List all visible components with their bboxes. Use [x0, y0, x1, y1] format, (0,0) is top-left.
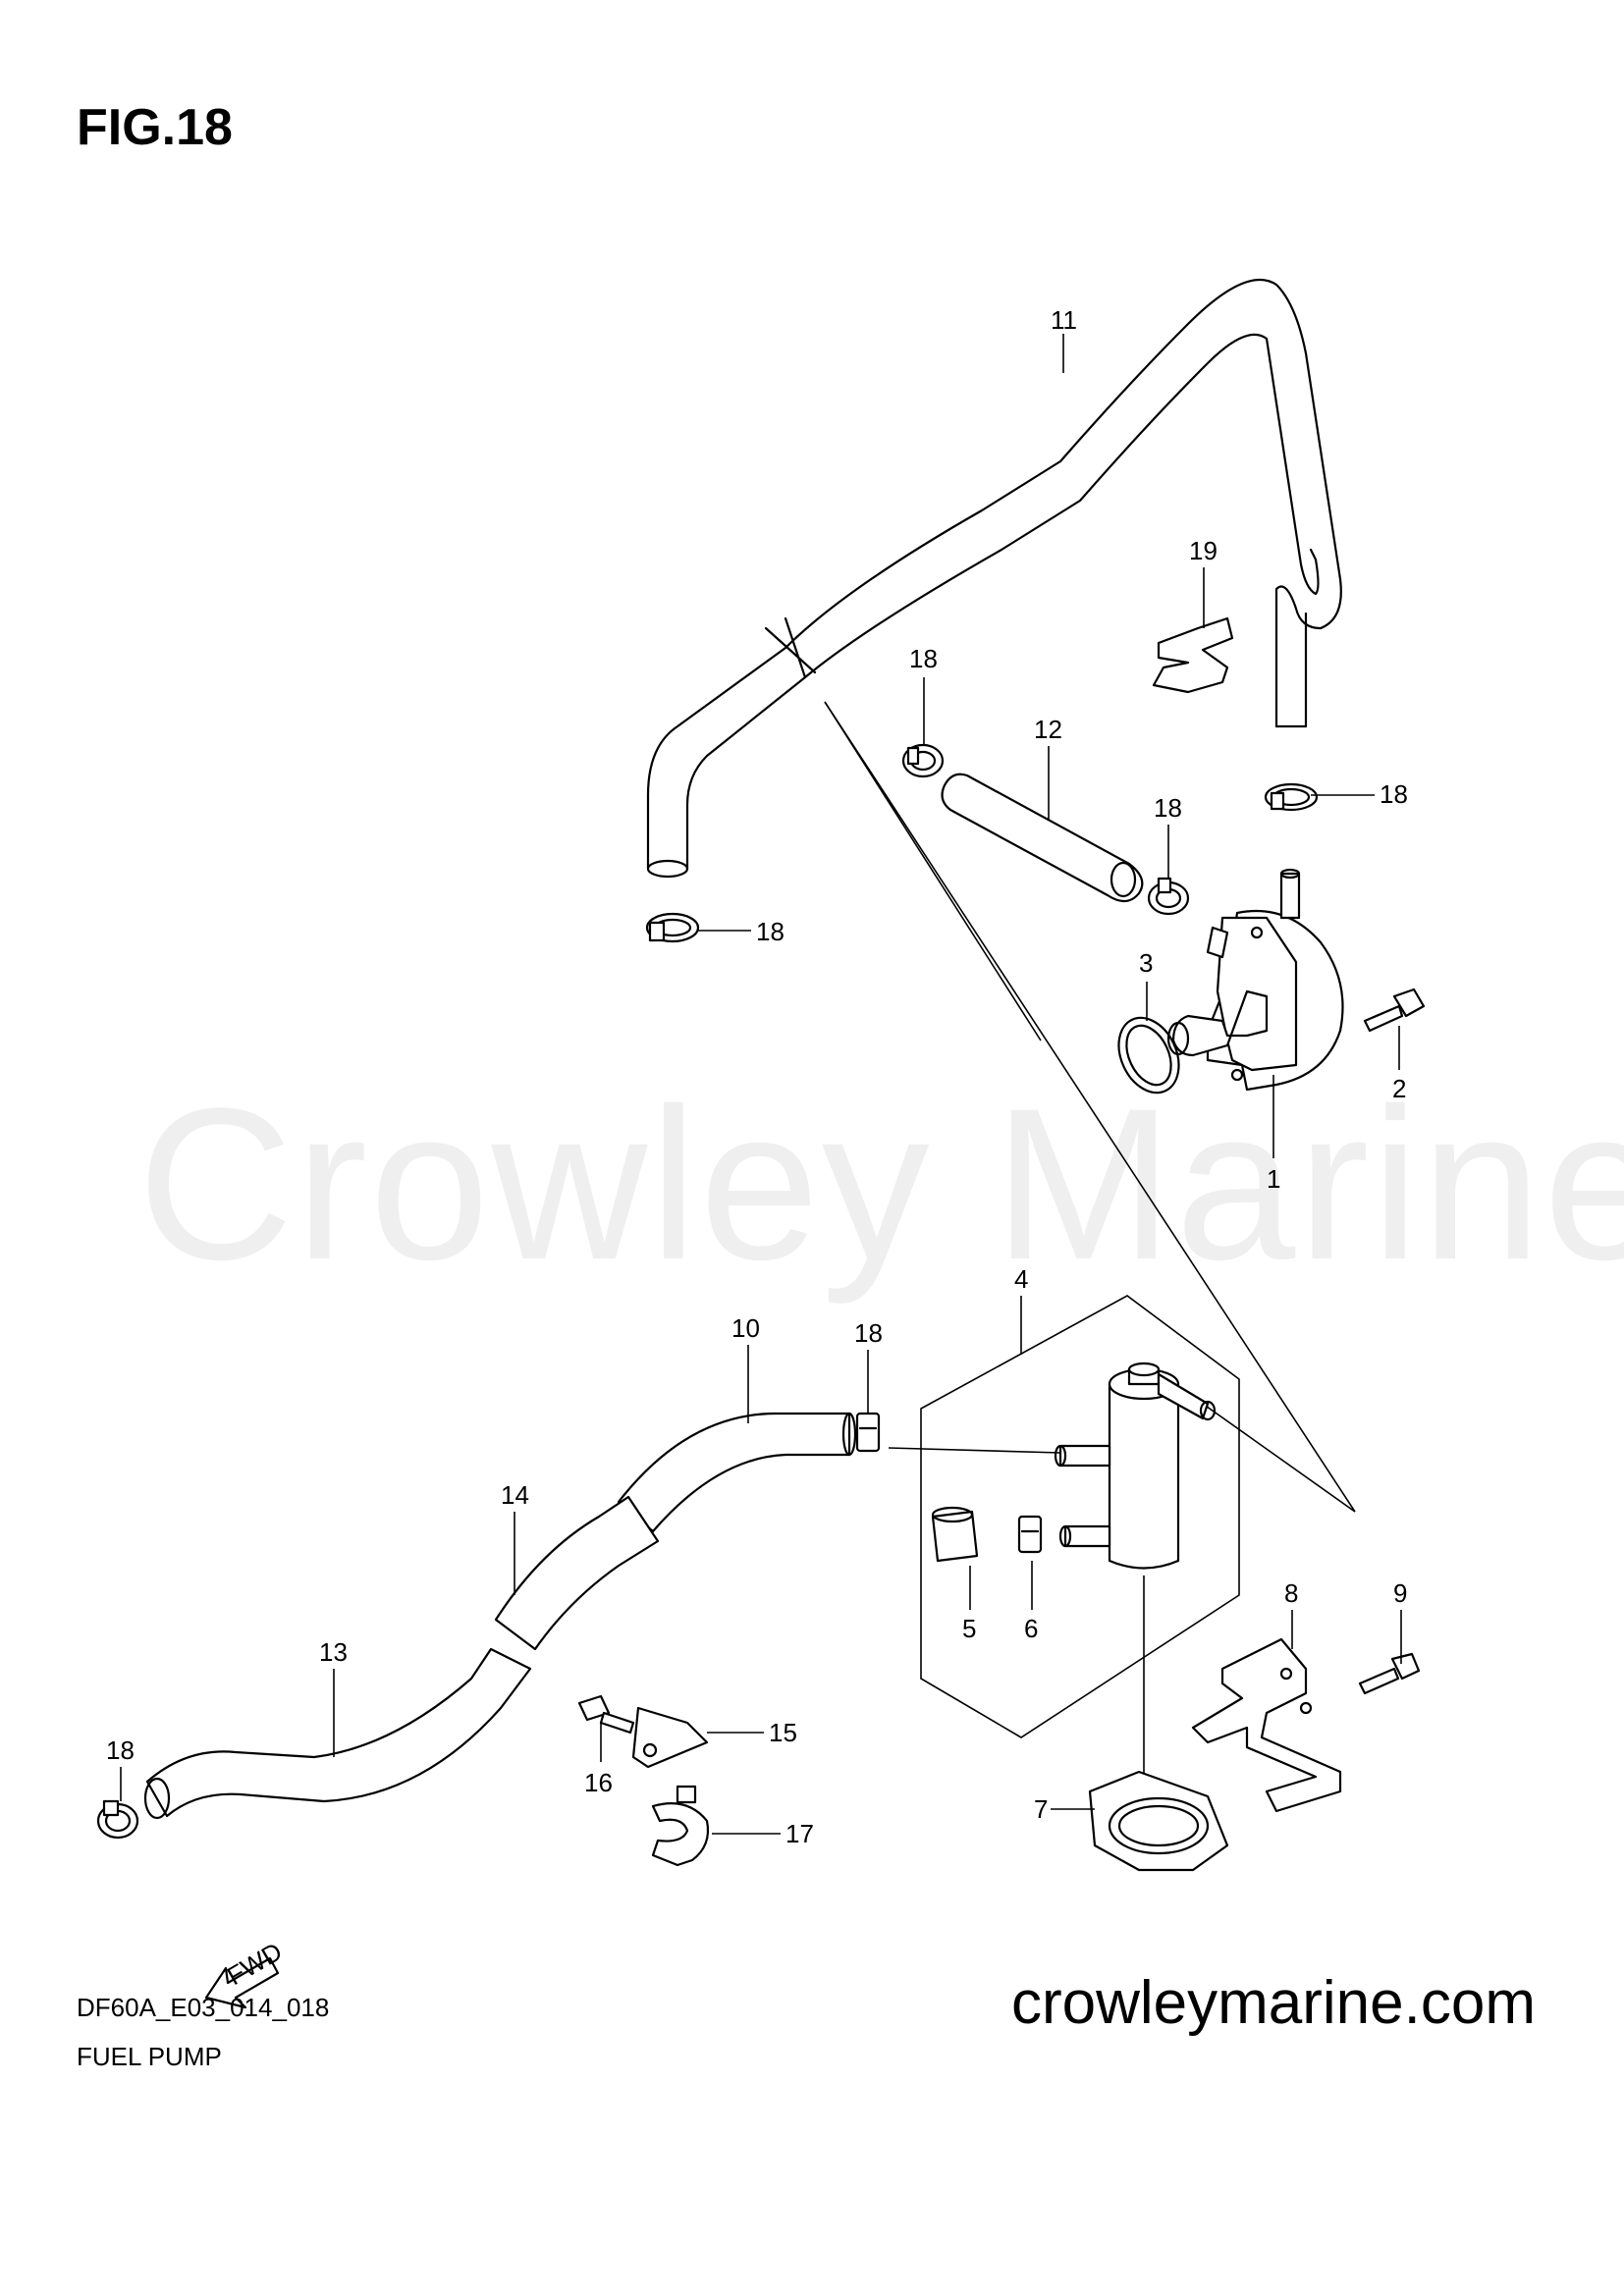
bolt-9[interactable]	[1358, 1652, 1421, 1695]
callout-numbers: 11 19 18 12 18 18 18 3 2 1 4 10 18 14 13…	[106, 305, 1408, 1848]
bracket-15[interactable]	[631, 1706, 709, 1769]
callout-8: 8	[1284, 1578, 1298, 1608]
callout-4: 4	[1014, 1264, 1028, 1294]
callout-17: 17	[785, 1819, 814, 1848]
callout-7: 7	[1034, 1794, 1048, 1824]
callout-6: 6	[1024, 1614, 1038, 1643]
callout-19: 19	[1189, 536, 1218, 565]
hose-clamp-18-c[interactable]	[1147, 877, 1190, 916]
figure-title: FIG.18	[77, 99, 233, 156]
callout-10: 10	[731, 1313, 760, 1343]
fuel-pump-1[interactable]	[1166, 868, 1344, 1092]
callout-13: 13	[319, 1637, 348, 1667]
callout-1: 1	[1267, 1164, 1280, 1194]
filter-holder-7[interactable]	[1088, 1770, 1229, 1872]
clip-19[interactable]	[1152, 616, 1234, 694]
callout-9: 9	[1393, 1578, 1407, 1608]
callout-3: 3	[1139, 948, 1153, 978]
hose-14[interactable]	[494, 1495, 660, 1651]
watermark-text: Crowley Marine	[137, 1063, 1624, 1305]
o-ring-3[interactable]	[1108, 1008, 1191, 1102]
drawing-name: FUEL PUMP	[77, 2042, 222, 2071]
callout-5: 5	[962, 1614, 976, 1643]
hose-13[interactable]	[143, 1647, 532, 1820]
clamp-17[interactable]	[651, 1785, 710, 1867]
bolt-2[interactable]	[1363, 988, 1426, 1033]
hose-clamp-18-f[interactable]	[96, 1799, 139, 1840]
callout-18: 18	[106, 1735, 135, 1765]
callout-18: 18	[909, 644, 938, 673]
bracket-8[interactable]	[1191, 1637, 1342, 1813]
leader-lines	[120, 334, 1402, 1835]
hose-clamp-18-b[interactable]	[901, 743, 945, 778]
callout-15: 15	[769, 1718, 797, 1747]
callout-12: 12	[1034, 715, 1062, 744]
hose-piece-5[interactable]	[931, 1506, 979, 1563]
hose-11[interactable]	[646, 278, 1342, 879]
drawing-code: DF60A_E03_014_018	[77, 1993, 330, 2022]
callout-16: 16	[584, 1768, 613, 1797]
hose-clamp-18-d[interactable]	[1264, 782, 1319, 812]
hose-12[interactable]	[941, 773, 1144, 903]
callout-11: 11	[1051, 305, 1077, 335]
fuel-filter-assembly-4[interactable]	[920, 1295, 1240, 1738]
callout-14: 14	[501, 1480, 529, 1510]
hose-clamp-18-e[interactable]	[855, 1412, 881, 1453]
callout-2: 2	[1392, 1074, 1406, 1103]
callout-18: 18	[1154, 793, 1182, 823]
bolt-16[interactable]	[577, 1694, 635, 1735]
callout-18: 18	[756, 917, 785, 946]
callout-18: 18	[854, 1318, 883, 1348]
website-label: crowleymarine.com	[1010, 1969, 1536, 2037]
guide-lines	[824, 701, 1356, 1816]
callout-18: 18	[1380, 779, 1408, 809]
hose-10[interactable]	[617, 1412, 857, 1533]
clip-6[interactable]	[1017, 1515, 1043, 1554]
hose-clamp-18-a[interactable]	[645, 912, 700, 943]
